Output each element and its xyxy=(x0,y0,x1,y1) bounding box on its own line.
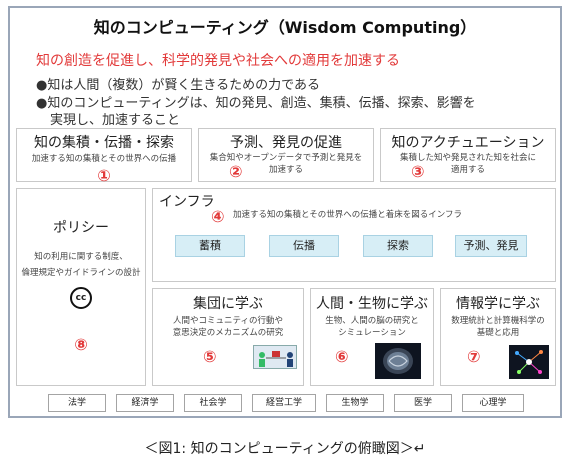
box-policy: ポリシー 知の利用に関する制度、 倫理規定やガイドラインの設計 cc ⑧ xyxy=(16,188,146,386)
box-learn-from-informatics: 情報学に学ぶ 数理統計と計算機科学の 基礎と応用 ⑦ xyxy=(440,288,556,386)
infra-desc: 加速する知の集積とその世界への伝播と着床を図るインフラ xyxy=(233,210,462,220)
pill-search: 探索 xyxy=(363,235,433,257)
number-badge: ② xyxy=(229,162,243,181)
number-badge: ③ xyxy=(411,162,425,181)
box-title: 予測、発見の促進 xyxy=(230,135,342,151)
number-badge: ④ xyxy=(211,207,225,226)
box-desc-line2: 基礎と応用 xyxy=(476,328,520,338)
bullet-2: ●知のコンピューティングは、知の発見、創造、集積、伝播、探索、影響を xyxy=(36,96,476,111)
number-badge: ⑤ xyxy=(203,347,217,366)
creative-commons-icon: cc xyxy=(70,287,92,309)
box-title: 知のアクチュエーション xyxy=(391,135,545,151)
infra-title: インフラ xyxy=(159,194,215,210)
box-title: 人間・生物に学ぶ xyxy=(316,296,428,312)
pill-propagation: 伝播 xyxy=(269,235,339,257)
box-title: 情報学に学ぶ xyxy=(456,296,540,312)
number-badge: ⑧ xyxy=(74,335,88,354)
box-learn-from-groups: 集団に学ぶ 人間やコミュニティの行動や 意思決定のメカニズムの研究 ⑤ xyxy=(152,288,304,386)
box-desc-line2: 加速する xyxy=(268,165,303,175)
box-knowledge-actuation: 知のアクチュエーション 集積した知や発見された知を社会に ③ 適用する xyxy=(380,128,556,182)
box-infrastructure: インフラ ④ 加速する知の集積とその世界への伝播と着床を図るインフラ 蓄積 伝播… xyxy=(152,188,556,282)
box-knowledge-accumulation: 知の集積・伝播・探索 加速する知の集積とその世界への伝播 ① xyxy=(16,128,192,185)
field-biology: 生物学 xyxy=(326,394,384,412)
box-learn-from-biology: 人間・生物に学ぶ 生物、人間の脳の研究と シミュレーション ⑥ xyxy=(310,288,434,386)
number-badge: ① xyxy=(97,166,111,185)
box-desc-line2: シミュレーション xyxy=(338,328,406,338)
box-desc-line1: 集積した知や発見された知を社会に xyxy=(399,153,536,163)
box-desc-line2: 適用する xyxy=(450,165,485,175)
box-title: 集団に学ぶ xyxy=(193,296,263,312)
policy-desc-line2: 倫理規定やガイドラインの設計 xyxy=(21,268,141,278)
box-prediction-discovery: 予測、発見の促進 集合知やオープンデータで予測と発見を ② 加速する xyxy=(198,128,374,182)
box-desc-line1: 生物、人間の脳の研究と xyxy=(325,316,419,326)
brain-scan-icon xyxy=(375,343,421,379)
pill-prediction-discovery: 予測、発見 xyxy=(455,235,527,257)
field-sociology: 社会学 xyxy=(184,394,242,412)
people-network-icon xyxy=(253,345,297,369)
number-badge: ⑥ xyxy=(335,347,349,366)
figure-caption: ＜図1: 知のコンピューティングの俯瞰図＞↵ xyxy=(144,441,426,457)
policy-desc-line1: 知の利用に関する制度、 xyxy=(34,252,128,262)
bullet-2-cont: 実現し、加速すること xyxy=(50,113,181,128)
pill-storage: 蓄積 xyxy=(175,235,245,257)
number-badge: ⑦ xyxy=(467,347,481,366)
box-desc-line1: 数理統計と計算機科学の xyxy=(451,316,545,326)
box-desc-line1: 集合知やオープンデータで予測と発見を xyxy=(209,153,363,163)
diagram-subtitle: 知の創造を促進し、科学的発見や社会への適用を加速する xyxy=(36,53,400,69)
policy-title: ポリシー xyxy=(53,220,109,236)
field-medicine: 医学 xyxy=(394,394,452,412)
network-graph-icon xyxy=(509,345,549,379)
box-desc: 加速する知の集積とその世界への伝播 xyxy=(31,154,177,164)
bullet-1: ●知は人間（複数）が賢く生きるための力である xyxy=(36,78,320,93)
box-desc-line1: 人間やコミュニティの行動や xyxy=(173,316,283,326)
field-psychology: 心理学 xyxy=(462,394,524,412)
field-economics: 経済学 xyxy=(116,394,174,412)
field-industrial-engineering: 経営工学 xyxy=(252,394,316,412)
box-title: 知の集積・伝播・探索 xyxy=(34,135,174,151)
field-law: 法学 xyxy=(48,394,106,412)
diagram-title: 知のコンピューティング（Wisdom Computing） xyxy=(93,18,477,37)
box-desc-line2: 意思決定のメカニズムの研究 xyxy=(172,328,284,338)
